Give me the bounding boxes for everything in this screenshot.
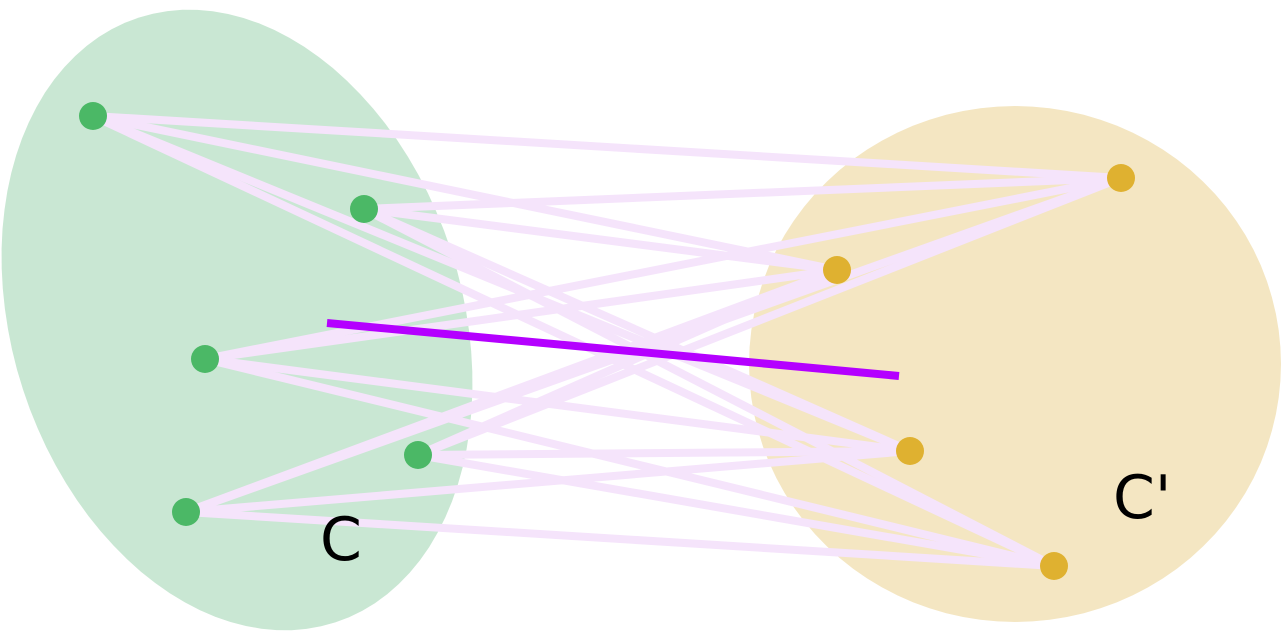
cut-line	[326, 319, 900, 380]
node-c	[191, 345, 219, 373]
edge	[204, 266, 838, 363]
node-c	[404, 441, 432, 469]
edge	[363, 174, 1122, 213]
edge	[417, 451, 1055, 570]
edge	[362, 205, 912, 455]
edge	[204, 355, 911, 455]
edge	[363, 205, 838, 274]
edge	[185, 447, 911, 516]
edge	[185, 508, 1055, 570]
node-c	[350, 195, 378, 223]
set-c-prime-region	[749, 106, 1281, 622]
nodes	[79, 102, 1135, 580]
edge	[362, 205, 1056, 570]
node-c-prime	[896, 437, 924, 465]
edge	[184, 266, 839, 516]
node-c-prime	[823, 256, 851, 284]
set-c-region	[1, 9, 473, 631]
node-c	[172, 498, 200, 526]
label-c: C	[320, 505, 362, 575]
edges	[91, 112, 1123, 570]
edge	[416, 174, 1123, 459]
edge	[91, 112, 1056, 570]
edge	[204, 355, 1055, 570]
edge	[417, 447, 911, 459]
node-c-prime	[1040, 552, 1068, 580]
label-c-prime: C'	[1113, 463, 1171, 533]
node-c-prime	[1107, 164, 1135, 192]
edge	[92, 112, 1122, 182]
edge	[92, 112, 838, 274]
node-c	[79, 102, 107, 130]
